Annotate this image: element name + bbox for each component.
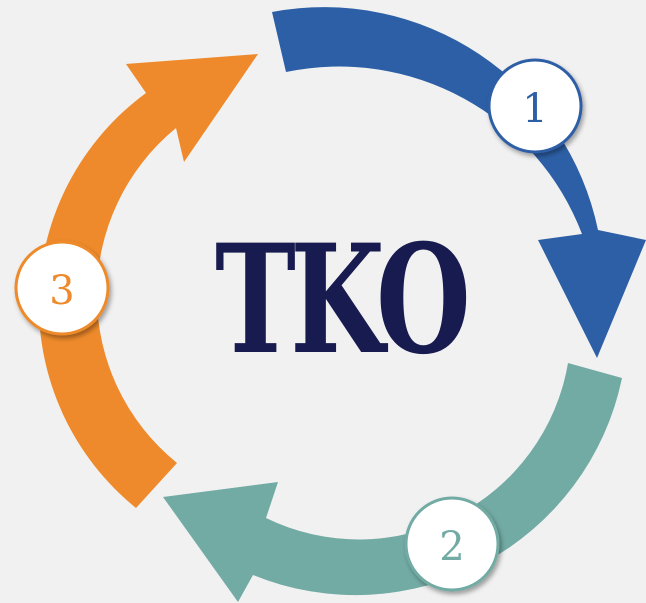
logo-wordmark: TKO [215, 212, 467, 388]
step-badge-3: 3 [14, 240, 110, 336]
cycle-arrow-3 [38, 54, 258, 508]
step-number-1: 1 [522, 86, 547, 132]
step-number-3: 3 [49, 268, 74, 314]
step-badge-1: 1 [487, 58, 583, 154]
step-number-2: 2 [439, 524, 464, 570]
cycle-arrow-1 [272, 7, 646, 358]
step-badge-2: 2 [404, 496, 500, 592]
cycle-arrow-2 [163, 363, 622, 602]
